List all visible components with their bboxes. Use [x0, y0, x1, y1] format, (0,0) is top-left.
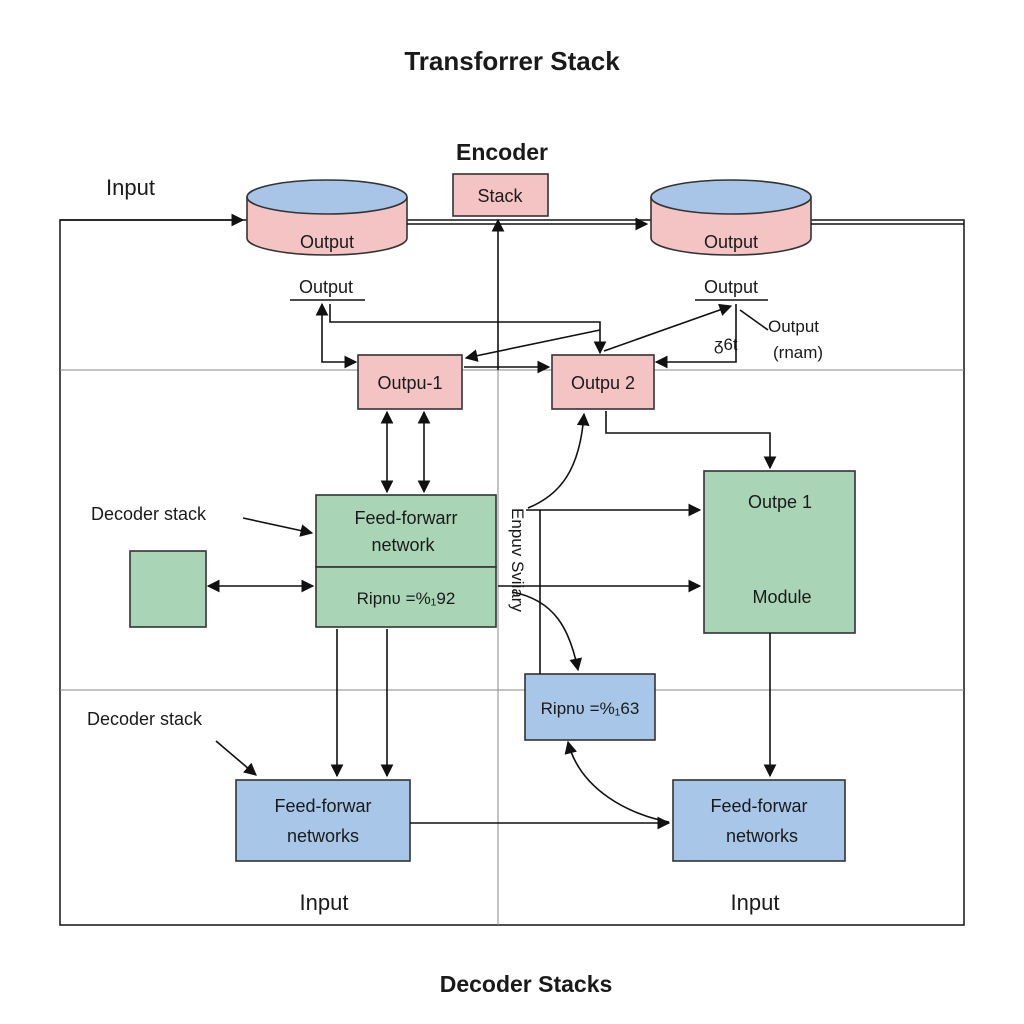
output-2-label: Outpu 2: [571, 373, 635, 393]
output-label-left: Output: [299, 277, 353, 297]
output-1-label: Outpu-1: [377, 373, 442, 393]
ffn-left-box: Feed-forwar networks: [235, 779, 411, 862]
input-bottom-right-label: Input: [731, 890, 780, 915]
ffn-right-box: Feed-forwar networks: [672, 779, 846, 862]
decoder-stack-label-2: Decoder stack: [87, 709, 203, 729]
blue-mid-box-label: Ripnʋ =%₁63: [541, 699, 640, 718]
ffn-left-line1: Feed-forwar: [274, 796, 371, 816]
feed-forward-network-box: Feed-forwarr network: [315, 494, 497, 568]
cylinder-right-label: Output: [704, 232, 758, 252]
diagram-footer: Decoder Stacks: [440, 971, 613, 997]
green-sub-box-label: Ripnʋ =%₁92: [357, 589, 456, 608]
connectors: [60, 213, 964, 830]
input-bottom-left-label: Input: [300, 890, 349, 915]
module-box: Outpe 1 Module: [703, 470, 856, 634]
output-2-box: Outpu 2: [551, 354, 655, 410]
output-note-line1: Output: [768, 317, 819, 336]
cylinder-left: Output: [246, 179, 408, 256]
ffn-right-line2: networks: [726, 826, 798, 846]
module-line2: Module: [752, 587, 811, 607]
cylinder-right: Output: [650, 179, 812, 256]
vertical-label: Enpuv Sviiary: [508, 508, 527, 612]
blue-mid-box: Ripnʋ =%₁63: [524, 673, 656, 741]
cylinder-left-label: Output: [300, 232, 354, 252]
ffn-left-line2: networks: [287, 826, 359, 846]
ffn-right-line1: Feed-forwar: [710, 796, 807, 816]
stack-box: Stack: [452, 173, 549, 217]
small-label: ᵹ6t: [714, 335, 738, 354]
output-1-box: Outpu-1: [357, 354, 463, 410]
diagram-title: Transforrer Stack: [404, 46, 620, 76]
decoder-stack-label-1: Decoder stack: [91, 504, 207, 524]
green-sub-box: Ripnʋ =%₁92: [315, 566, 497, 628]
encoder-label: Encoder: [456, 139, 548, 165]
stack-box-label: Stack: [477, 186, 523, 206]
small-green-box: [129, 550, 207, 628]
ffn-line1: Feed-forwarr: [354, 508, 457, 528]
frame-grid: [59, 219, 965, 926]
ffn-line2: network: [371, 535, 435, 555]
output-note-line2: (rnam): [773, 343, 823, 362]
input-top-left-label: Input: [106, 175, 155, 200]
output-label-right: Output: [704, 277, 758, 297]
module-line1: Outpe 1: [748, 492, 812, 512]
